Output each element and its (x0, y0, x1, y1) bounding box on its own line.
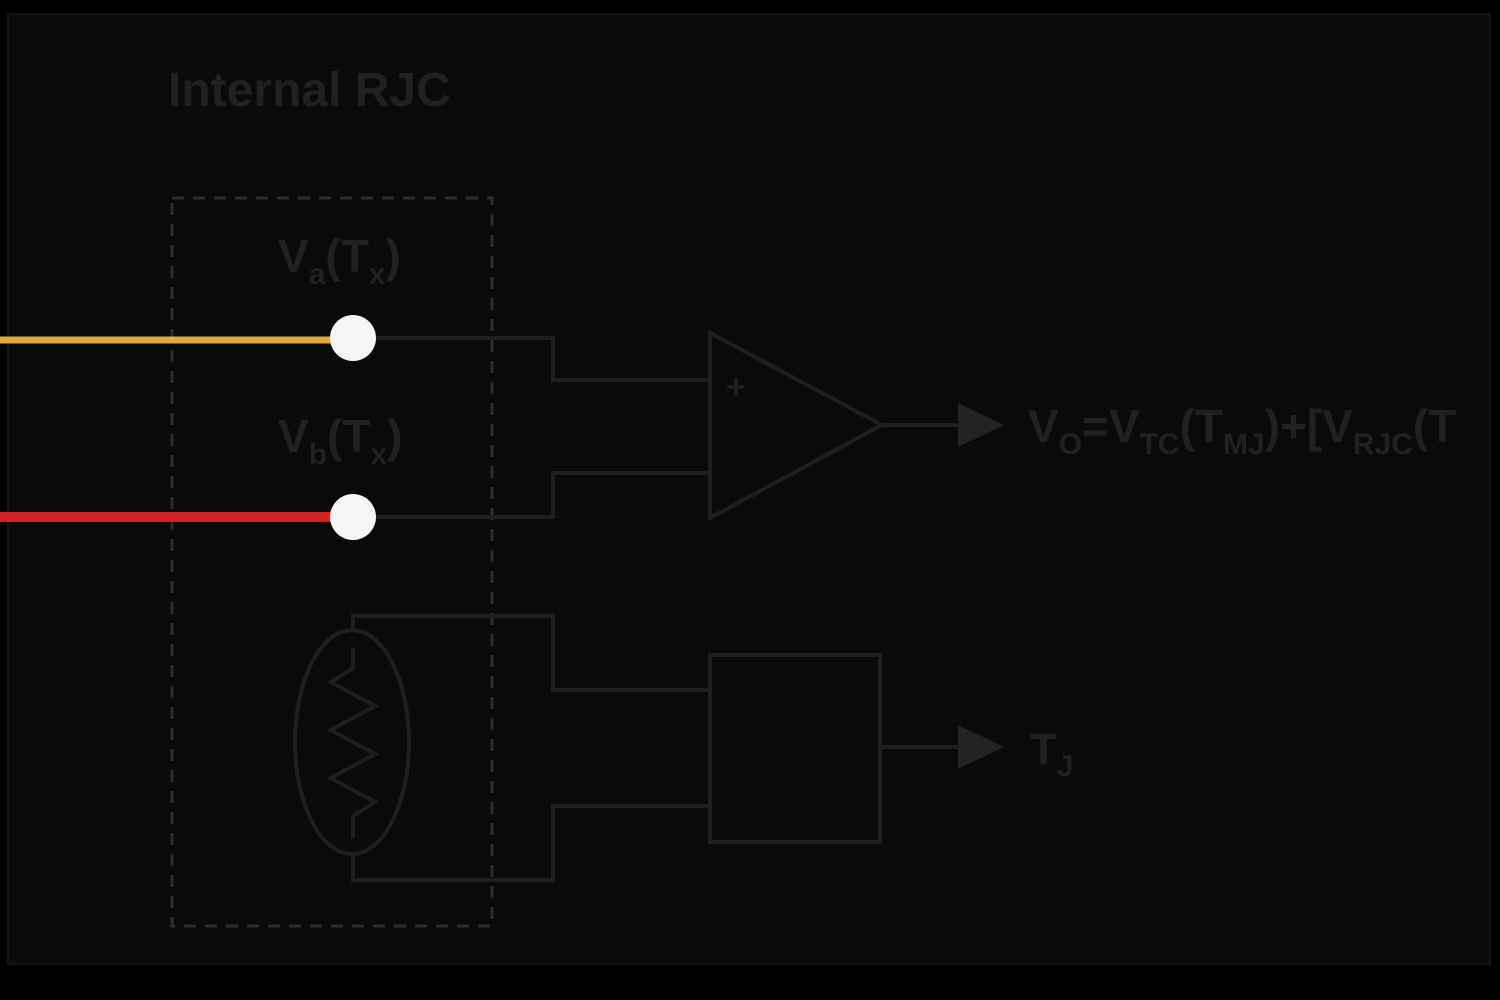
sensor-line-bottom (351, 804, 708, 882)
output-formula-label: VO=VTC(TMJ)+[VRJC(T (1028, 400, 1456, 461)
diagram-panel (7, 13, 1491, 965)
temp-output-arrow (958, 725, 1004, 769)
amp-plus-sign: + (726, 368, 746, 406)
thermistor-zigzag (326, 648, 380, 838)
sensor-line-top (351, 614, 708, 692)
diagram-title: Internal RJC (168, 64, 451, 117)
amp-input-line-top (376, 336, 708, 382)
terminal-top (330, 315, 376, 361)
temp-output-label: TJ (1030, 725, 1074, 783)
amp-input-line-bottom (376, 471, 708, 519)
internal-rjc-dashed-box (170, 196, 494, 928)
amplifier-symbol (708, 329, 887, 522)
terminal-bottom (330, 494, 376, 540)
amp-output-arrow (958, 403, 1004, 447)
v-bottom-label: Vb(Tx) (278, 410, 402, 471)
v-top-label: Va(Tx) (278, 230, 401, 291)
